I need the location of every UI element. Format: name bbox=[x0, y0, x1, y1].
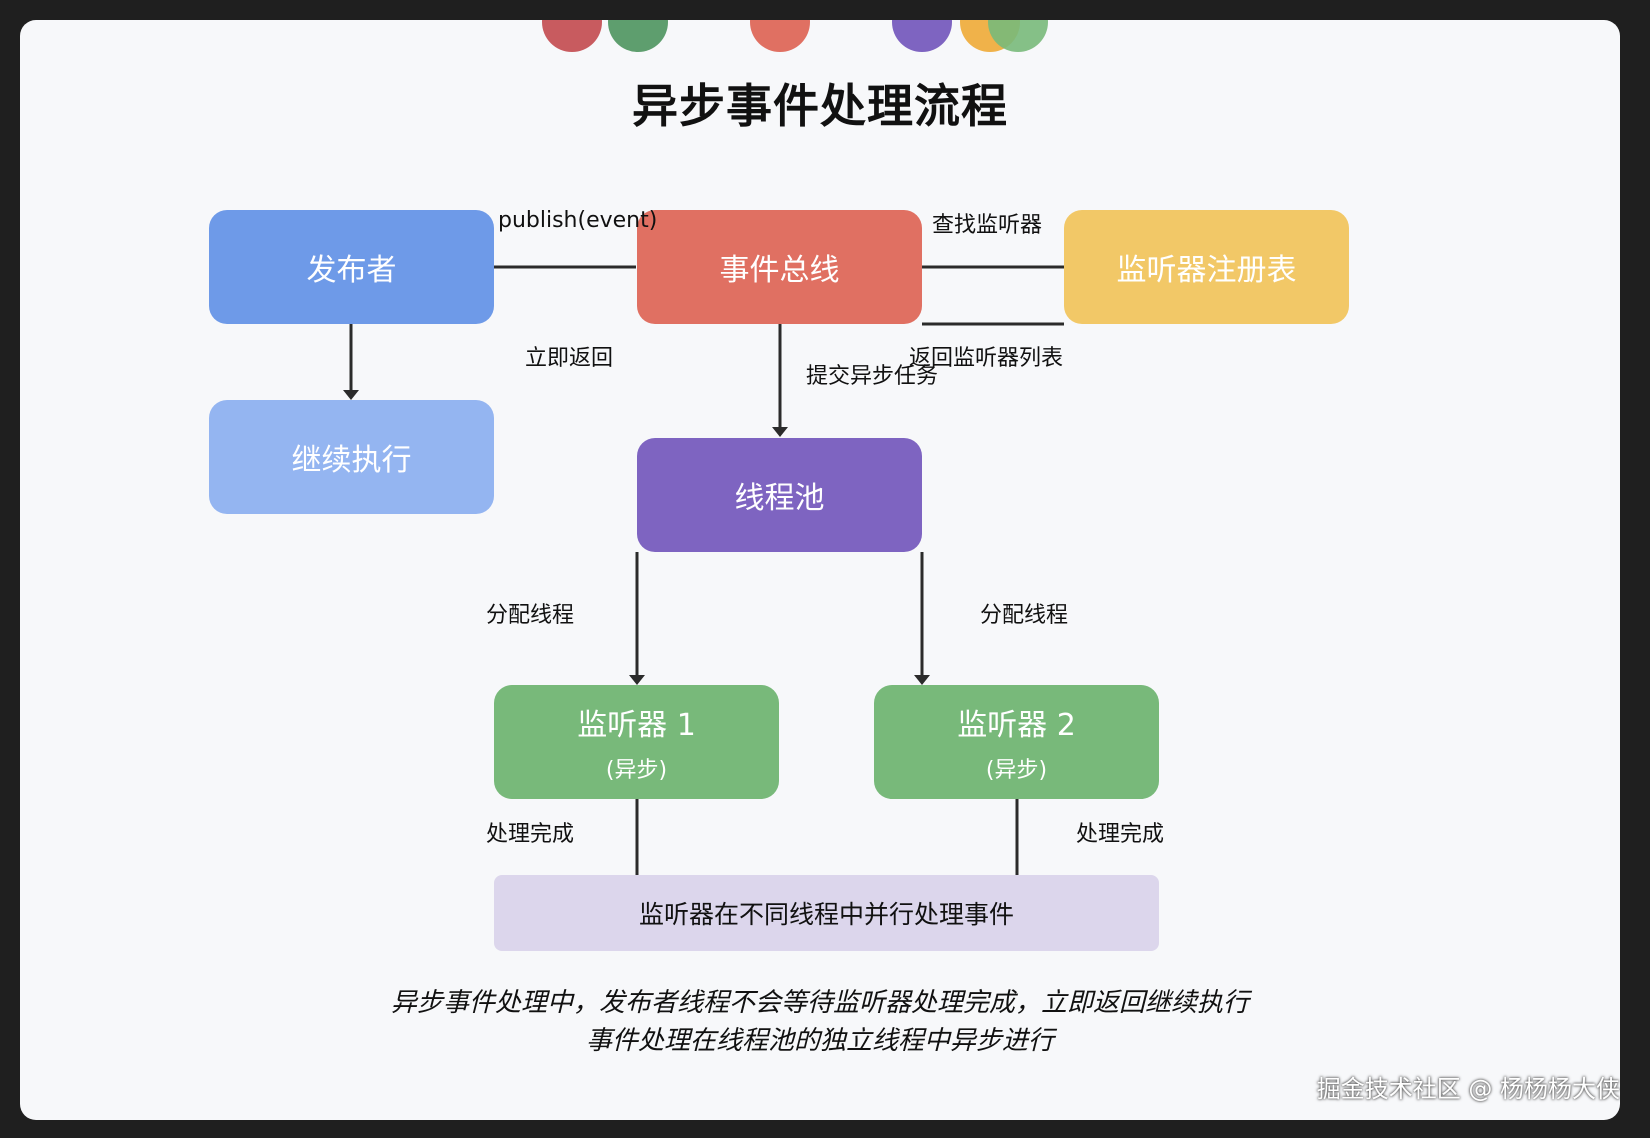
edge-label-return-now: 立即返回 bbox=[525, 346, 614, 371]
diagram-title: 异步事件处理流程 bbox=[632, 79, 1008, 133]
listener2-node: 监听器 2 (异步) bbox=[874, 685, 1159, 799]
continue-exec-label: 继续执行 bbox=[291, 443, 412, 478]
publisher-label: 发布者 bbox=[306, 253, 397, 288]
edge-label-assign-left: 分配线程 bbox=[486, 603, 575, 628]
summary-node: 监听器在不同线程中并行处理事件 bbox=[494, 875, 1159, 951]
arrowhead-assign-right bbox=[914, 675, 930, 685]
caption-line2: 事件处理在线程池的独立线程中异步进行 bbox=[585, 1026, 1054, 1056]
listener2-sublabel: (异步) bbox=[985, 758, 1048, 783]
watermark-text: 掘金技术社区 @ 杨杨杨大侠 bbox=[1316, 1075, 1620, 1103]
thread-pool-label: 线程池 bbox=[734, 481, 825, 516]
registry-label: 监听器注册表 bbox=[1116, 253, 1297, 288]
listener1-sublabel: (异步) bbox=[605, 758, 668, 783]
edge-label-done-left: 处理完成 bbox=[486, 822, 575, 847]
listener1-label: 监听器 1 bbox=[577, 708, 696, 743]
arrowhead-submit bbox=[772, 427, 788, 437]
thread-pool-node: 线程池 bbox=[637, 438, 922, 552]
publisher-node: 发布者 bbox=[209, 210, 494, 324]
edge-label-publish: publish(event) bbox=[498, 208, 658, 233]
listener2-label: 监听器 2 bbox=[957, 708, 1076, 743]
registry-node: 监听器注册表 bbox=[1064, 210, 1349, 324]
connector-lines bbox=[343, 265, 1064, 875]
caption-line1: 异步事件处理中，发布者线程不会等待监听器处理完成，立即返回继续执行 bbox=[390, 988, 1249, 1018]
event-bus-node: 事件总线 bbox=[637, 210, 922, 324]
summary-label: 监听器在不同线程中并行处理事件 bbox=[638, 900, 1014, 929]
continue-exec-node: 继续执行 bbox=[209, 400, 494, 514]
edge-label-return-list: 返回监听器列表 bbox=[909, 346, 1064, 371]
edge-label-find-listeners: 查找监听器 bbox=[932, 213, 1043, 238]
event-bus-label: 事件总线 bbox=[719, 253, 840, 288]
edge-label-submit-task: 提交异步任务 bbox=[806, 364, 939, 389]
arrowhead-continue bbox=[343, 390, 359, 400]
edge-label-assign-right: 分配线程 bbox=[980, 603, 1069, 628]
edge-label-done-right: 处理完成 bbox=[1076, 822, 1165, 847]
diagram-canvas: 异步事件处理流程 bbox=[20, 20, 1620, 1120]
arrowhead-assign-left bbox=[629, 675, 645, 685]
listener1-node: 监听器 1 (异步) bbox=[494, 685, 779, 799]
